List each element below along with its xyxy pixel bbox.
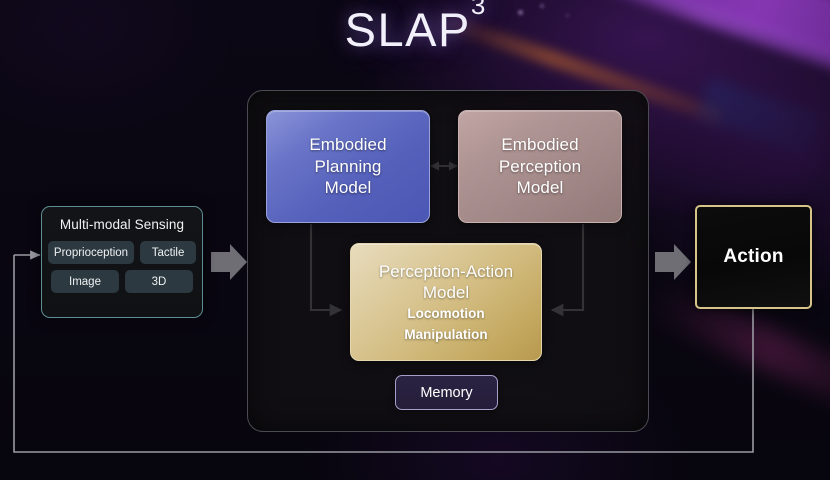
multi-modal-sensing-panel[interactable]: Multi-modal Sensing Proprioception Tacti… <box>41 206 203 318</box>
perception-action-sub-locomotion: Locomotion <box>407 306 485 321</box>
action-label: Action <box>723 246 784 267</box>
perception-line-2: Perception <box>498 156 582 176</box>
planning-line-3: Model <box>324 178 372 198</box>
sensing-tag-proprioception[interactable]: Proprioception <box>47 241 135 264</box>
embodied-perception-model-box[interactable]: Embodied Perception Model <box>458 110 622 223</box>
memory-box[interactable]: Memory <box>395 375 498 410</box>
perception-line-3: Model <box>516 178 564 198</box>
perception-action-line-2: Model <box>422 283 470 302</box>
page-title-text: SLAP <box>344 3 471 56</box>
planning-line-2: Planning <box>314 156 382 176</box>
perception-action-model-box[interactable]: Perception-Action Model Locomotion Manip… <box>350 243 542 361</box>
sensing-tag-image[interactable]: Image <box>51 270 119 293</box>
perception-action-sub-manipulation: Manipulation <box>404 327 488 342</box>
sensing-tag-row: Proprioception Tactile <box>47 241 197 264</box>
planning-line-1: Embodied <box>309 135 387 155</box>
memory-label: Memory <box>420 384 473 401</box>
sensing-tag-row: Image 3D <box>50 270 194 293</box>
sensing-tag-3d[interactable]: 3D <box>125 270 193 293</box>
background-spark <box>518 10 523 15</box>
action-output-box[interactable]: Action <box>695 205 812 309</box>
sensing-tag-tactile[interactable]: Tactile <box>140 241 197 264</box>
embodied-planning-model-box[interactable]: Embodied Planning Model <box>266 110 430 223</box>
page-title-superscript: 3 <box>470 0 486 21</box>
sensing-heading: Multi-modal Sensing <box>59 217 185 232</box>
page-title: SLAP3 <box>0 0 830 57</box>
perception-action-line-1: Perception-Action <box>378 262 514 281</box>
perception-line-1: Embodied <box>501 135 579 155</box>
background-spark <box>566 14 569 17</box>
background-spark <box>540 4 544 8</box>
